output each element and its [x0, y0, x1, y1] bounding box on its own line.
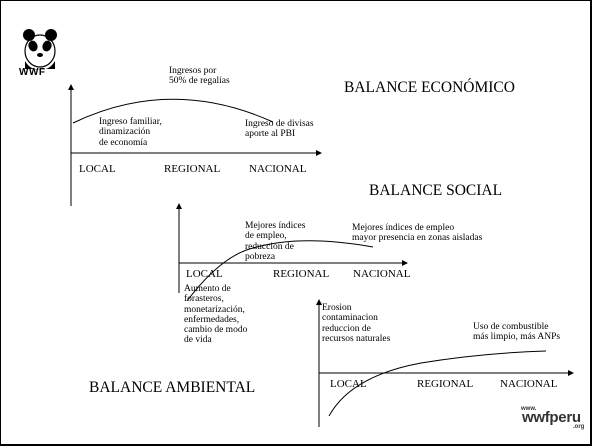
ambiental-axis-label-nacional: NACIONAL — [500, 378, 558, 390]
balance-economico-title: BALANCE ECONÓMICO — [344, 79, 515, 96]
footer-logo-name: wwfperu — [522, 409, 581, 426]
economico-annotation-nacional: Ingreso de divisas aporte al PBI — [245, 119, 314, 140]
economico-axis-label-nacional: NACIONAL — [249, 163, 307, 175]
economico-annotation-local: Ingreso familiar, dinamización de econom… — [99, 117, 162, 148]
social-axis-label-nacional: NACIONAL — [353, 268, 411, 280]
footer-logo-suffix: .org — [573, 424, 585, 430]
social-annotation-nacional: Mejores índices de empleo mayor presenci… — [352, 223, 483, 244]
ambiental-axis-label-regional: REGIONAL — [417, 378, 474, 390]
social-axis-label-regional: REGIONAL — [273, 268, 330, 280]
ambiental-annotation-local: Erosion contaminacion reduccion de recur… — [322, 303, 391, 344]
social-axis-label-local: LOCAL — [186, 268, 223, 280]
wwf-wordmark: WWF — [19, 67, 46, 78]
ambiental-annotation-nacional: Uso de combustible más limpio, más ANPs — [473, 322, 561, 343]
panda-logo-icon — [23, 29, 57, 70]
ambiental-axis-label-local: LOCAL — [330, 378, 367, 390]
economico-axis-label-local: LOCAL — [79, 163, 116, 175]
balance-ambiental-title: BALANCE AMBIENTAL — [89, 379, 256, 396]
balance-social-title: BALANCE SOCIAL — [369, 182, 503, 199]
economico-axis-label-regional: REGIONAL — [164, 163, 221, 175]
ambiental-curve — [328, 350, 547, 417]
social-curve — [186, 240, 374, 302]
footer-logo-prefix: www. — [521, 406, 537, 412]
social-annotation-local: Aumento de forasteros, monetarización, e… — [184, 284, 248, 346]
economico-curve — [72, 98, 274, 124]
economico-annotation-regional: Ingresos por 50% de regalías — [169, 66, 230, 87]
social-annotation-regional: Mejores índices de empleo, reducción de … — [245, 221, 306, 262]
